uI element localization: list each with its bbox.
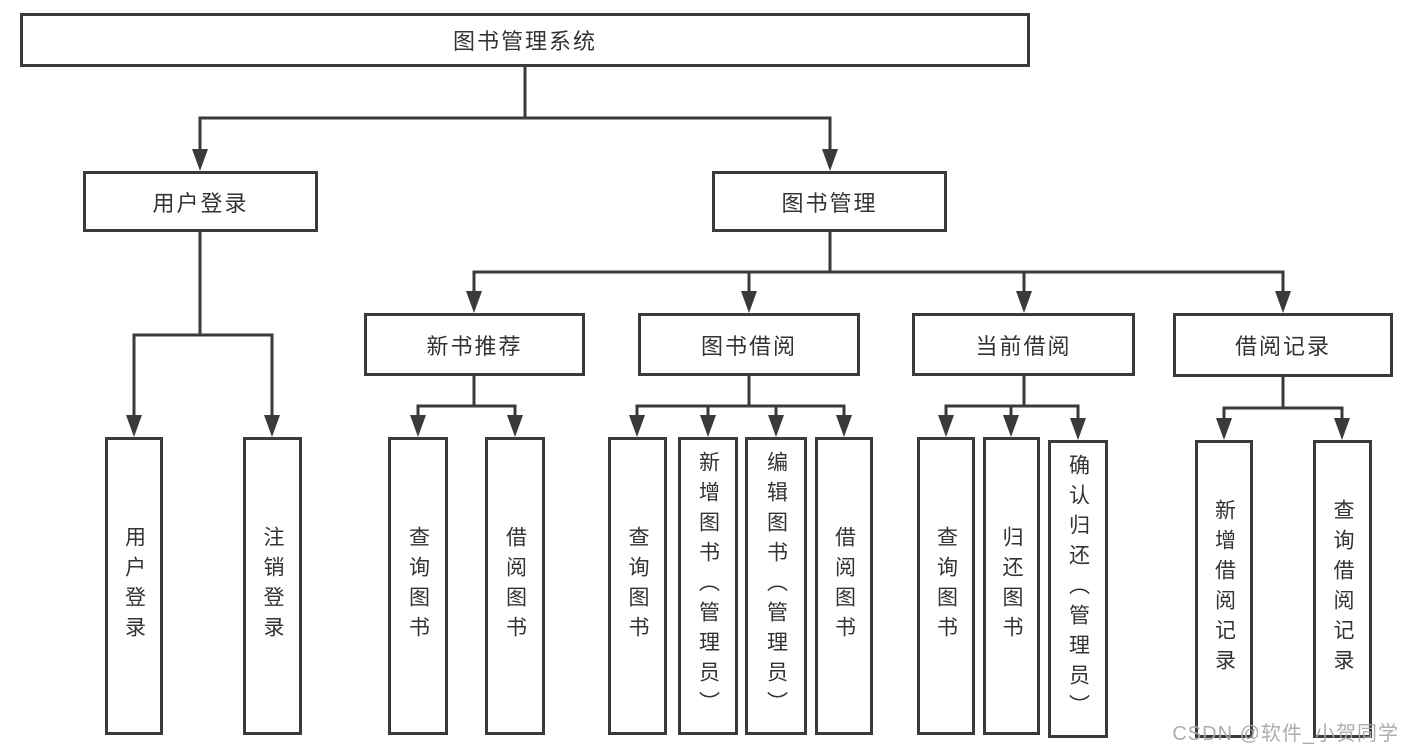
- leaf-logout: 注销登录: [243, 437, 302, 735]
- node-borrow-records: 借阅记录: [1173, 313, 1393, 377]
- leaf-borrow-book-recommend-label: 借阅图书: [503, 526, 527, 646]
- node-root: 图书管理系统: [20, 13, 1030, 67]
- node-borrow-records-label: 借阅记录: [1234, 334, 1331, 359]
- node-current-borrowing: 当前借阅: [912, 313, 1135, 376]
- connector-user-login-children: [126, 230, 280, 437]
- node-current-borrowing-label: 当前借阅: [975, 333, 1072, 359]
- node-new-book-recommend-label: 新书推荐: [426, 333, 523, 359]
- leaf-confirm-return-admin-label: 确认归还（管理员）: [1066, 454, 1090, 724]
- node-book-management: 图书管理: [712, 171, 947, 232]
- leaf-borrow-book-recommend: 借阅图书: [485, 437, 545, 735]
- node-user-login-label: 用户登录: [152, 190, 249, 216]
- leaf-query-book-current: 查询图书: [917, 437, 975, 735]
- leaf-add-book-admin-label: 新增图书（管理员）: [696, 451, 720, 721]
- leaf-return-book: 归还图书: [983, 437, 1040, 735]
- leaf-edit-book-admin-label: 编辑图书（管理员）: [764, 451, 788, 721]
- node-book-borrowing: 图书借阅: [638, 313, 860, 376]
- leaf-user-login-label: 用户登录: [122, 526, 146, 646]
- leaf-logout-label: 注销登录: [261, 526, 284, 646]
- connector-book-management-to-level3: [466, 230, 1291, 313]
- connector-root-to-level2: [192, 65, 838, 171]
- connector-book-borrow-children: [629, 374, 852, 437]
- node-new-book-recommend: 新书推荐: [364, 313, 585, 376]
- leaf-return-book-label: 归还图书: [1000, 526, 1023, 646]
- connector-current-borrow-children: [938, 374, 1086, 440]
- node-user-login: 用户登录: [83, 171, 318, 232]
- leaf-query-book-recommend: 查询图书: [388, 437, 448, 735]
- leaf-confirm-return-admin: 确认归还（管理员）: [1048, 440, 1108, 738]
- leaf-query-borrow-record: 查询借阅记录: [1313, 440, 1372, 738]
- leaf-add-book-admin: 新增图书（管理员）: [678, 437, 738, 735]
- csdn-watermark: CSDN @软件_小贺同学: [1172, 723, 1399, 745]
- leaf-query-book-borrowing: 查询图书: [608, 437, 667, 735]
- leaf-edit-book-admin: 编辑图书（管理员）: [745, 437, 807, 735]
- connector-borrow-record-children: [1216, 375, 1350, 440]
- connector-new-book-children: [410, 374, 523, 437]
- leaf-borrow-book-borrowing-label: 借阅图书: [832, 526, 856, 646]
- leaf-add-borrow-record-label: 新增借阅记录: [1212, 499, 1236, 679]
- leaf-query-book-current-label: 查询图书: [934, 526, 958, 646]
- node-book-management-label: 图书管理: [781, 190, 878, 216]
- leaf-query-borrow-record-label: 查询借阅记录: [1331, 499, 1354, 679]
- leaf-borrow-book-borrowing: 借阅图书: [815, 437, 873, 735]
- node-book-borrowing-label: 图书借阅: [700, 333, 797, 359]
- leaf-add-borrow-record: 新增借阅记录: [1195, 440, 1253, 738]
- leaf-user-login: 用户登录: [105, 437, 163, 735]
- leaf-query-book-borrowing-label: 查询图书: [626, 526, 649, 646]
- leaf-query-book-recommend-label: 查询图书: [406, 526, 430, 646]
- node-root-label: 图书管理系统: [452, 29, 597, 54]
